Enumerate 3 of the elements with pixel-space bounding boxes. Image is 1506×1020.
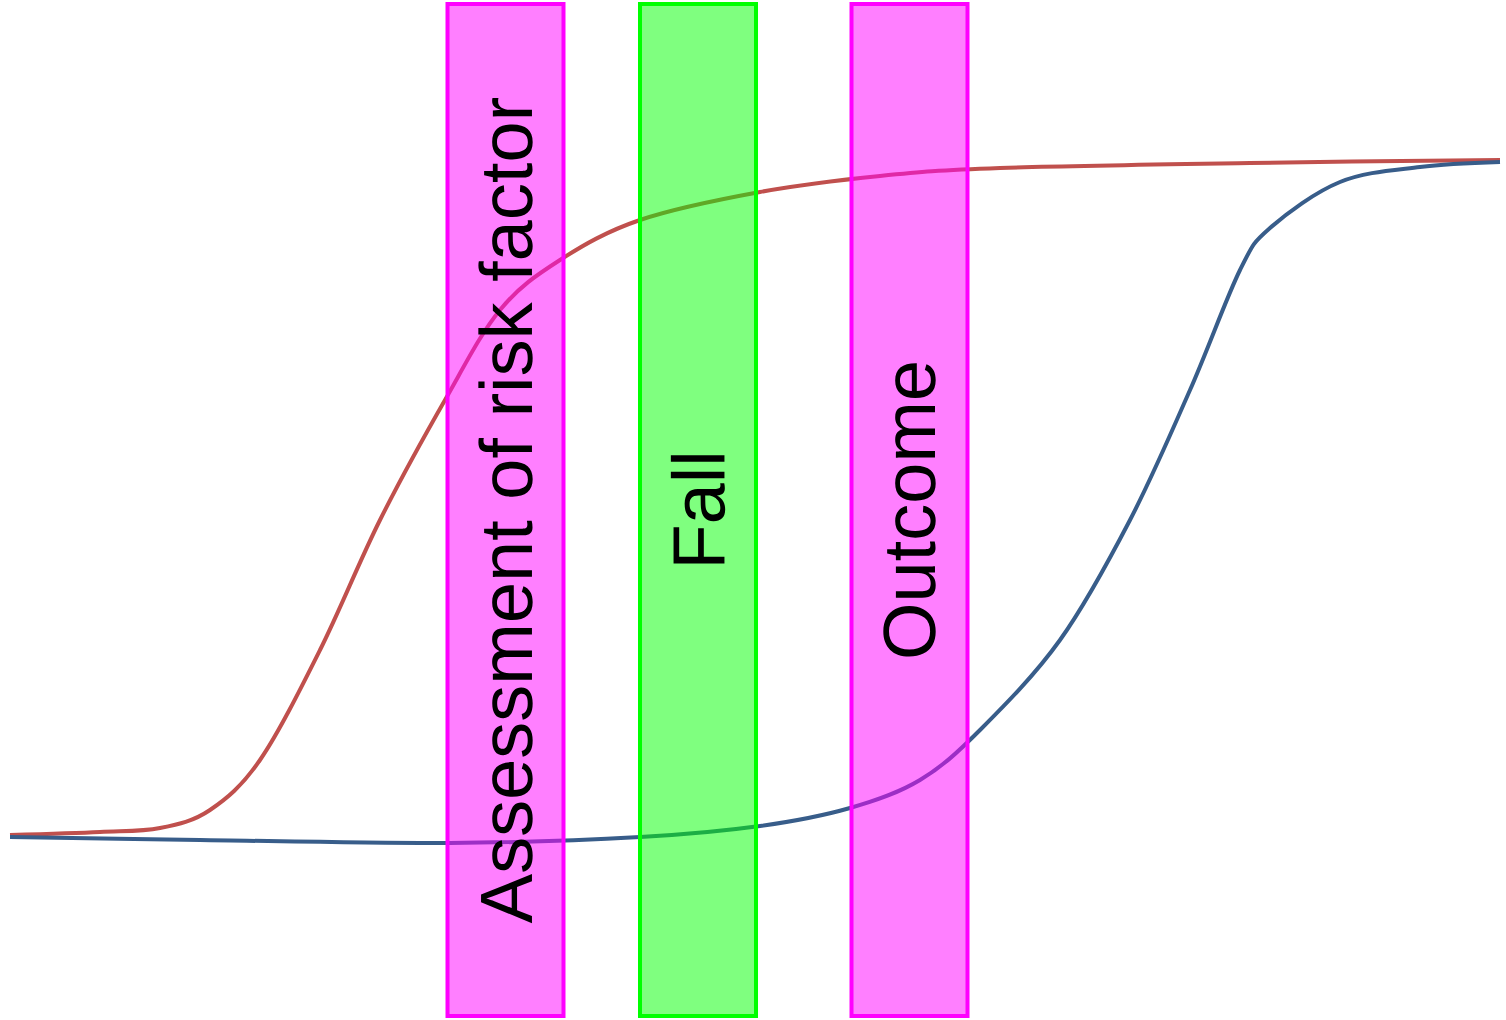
bar: Outcome: [849, 2, 970, 1018]
bar: Assessment of risk factor: [445, 2, 566, 1018]
bar: Fall: [638, 2, 758, 1018]
